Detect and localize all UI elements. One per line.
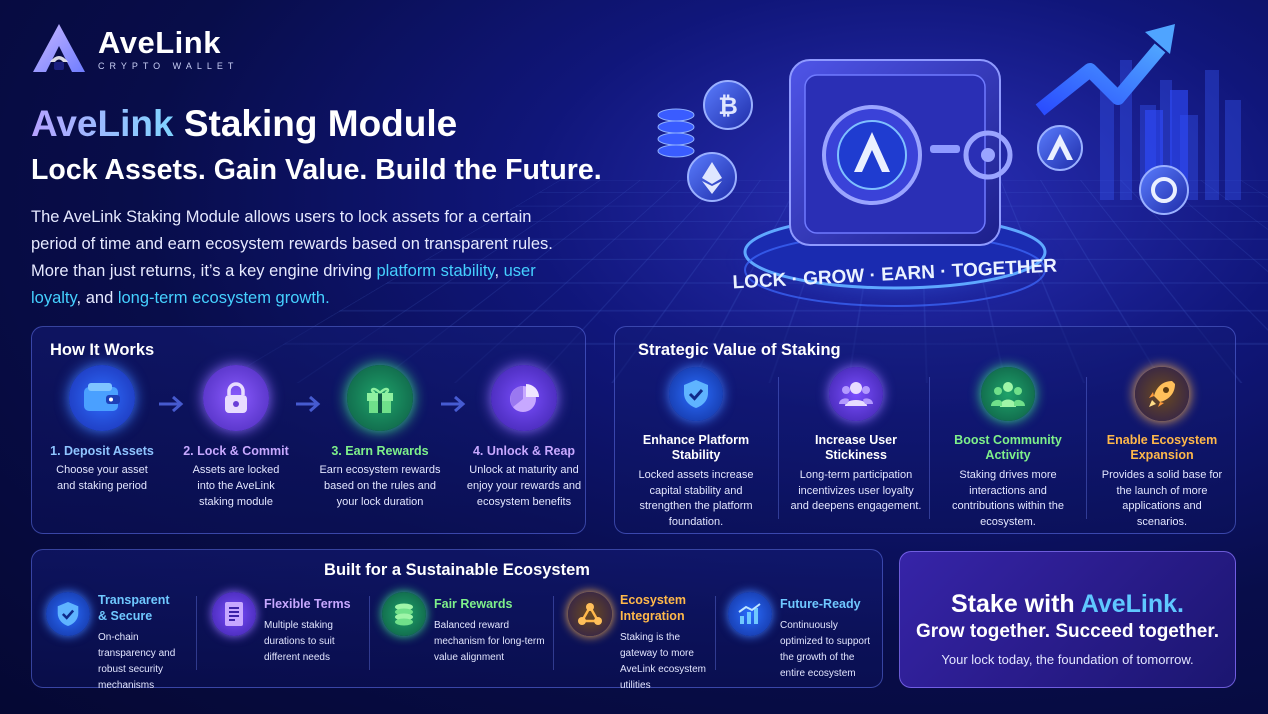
strat-desc: Staking drives more interactions and con… [952, 469, 1064, 528]
page-subtitle: Lock Assets. Gain Value. Build the Futur… [31, 154, 602, 186]
bitcoin-coin-icon: ₿ [703, 80, 753, 130]
how-it-works-title: How It Works [50, 341, 155, 359]
users-icon [829, 367, 883, 421]
step-title: 1. Deposit Assets [50, 444, 154, 458]
title-rest: Staking Module [173, 103, 458, 144]
feature-future-ready: Future-Ready Continuously optimized to s… [728, 592, 880, 682]
divider [1086, 377, 1087, 519]
step-deposit: 1. Deposit Assets Choose your asset and … [32, 365, 172, 494]
rocket-icon [1135, 367, 1189, 421]
vault-illustration: LOCK · GROW · EARN · TOGETHER ₿ [657, 24, 1241, 315]
divider [715, 596, 716, 670]
hero-description: The AveLink Staking Module allows users … [31, 204, 571, 312]
strat-item-expansion: Enable Ecosystem Expansion Provides a so… [1087, 367, 1237, 530]
brand-name: AveLink [98, 24, 221, 60]
how-it-works-panel: How It Works 1. Deposit Assets Choose yo… [31, 326, 586, 534]
strategic-value-panel: Strategic Value of Staking Enhance Platf… [614, 326, 1236, 534]
brand-logo[interactable]: AveLink CRYPTO WALLET [30, 22, 238, 74]
desc-sep: , and [76, 289, 118, 307]
cta-headline: Stake with AveLink. [900, 590, 1235, 619]
page-title: AveLink Staking Module [31, 102, 457, 146]
cta-tagline: Your lock today, the foundation of tomor… [941, 652, 1194, 667]
feature-desc: Staking is the gateway to more AveLink e… [620, 632, 706, 691]
step-title: 2. Lock & Commit [183, 444, 289, 458]
wallet-icon [69, 365, 135, 431]
ethereum-coin-icon [687, 152, 737, 202]
lock-icon [203, 365, 269, 431]
avelink-coin-icon [1037, 125, 1083, 171]
token-coin-icon [1139, 165, 1189, 215]
step-desc: Choose your asset and staking period [56, 464, 148, 492]
chevron-right-icon [296, 395, 321, 413]
strat-title: Boost Community Activity [954, 433, 1062, 462]
step-desc: Assets are locked into the AveLink staki… [192, 464, 280, 508]
coin-stack-icon [657, 108, 695, 158]
cta-headline-brand: AveLink. [1080, 590, 1184, 618]
desc-text: The AveLink Staking Module allows users … [31, 208, 553, 280]
divider [929, 377, 930, 519]
chevron-right-icon [159, 395, 184, 413]
strat-title: Enhance Platform Stability [642, 433, 750, 462]
feature-transparent: Transparent & Secure On-chain transparen… [46, 592, 196, 694]
strat-desc: Long-term participation incentivizes use… [790, 469, 922, 512]
divider [369, 596, 370, 670]
growth-arrow-icon [1035, 43, 1166, 116]
desc-highlight-loyalty: user loyalty [31, 262, 536, 307]
step-desc: Earn ecosystem rewards based on the rule… [319, 464, 441, 508]
shield-check-icon [669, 367, 723, 421]
cta-panel[interactable]: Stake with AveLink. Grow together. Succe… [899, 551, 1236, 688]
sustainable-ecosystem-panel: Built for a Sustainable Ecosystem Transp… [31, 549, 883, 691]
strategic-value-title: Strategic Value of Staking [638, 341, 841, 359]
community-icon [981, 367, 1035, 421]
chevron-right-icon [441, 395, 466, 413]
feature-fair-rewards: Fair Rewards Balanced reward mechanism f… [382, 592, 557, 666]
step-title: 4. Unlock & Reap [472, 444, 576, 458]
feature-title: Flexible Terms [264, 597, 351, 611]
bar-chart-icon [728, 592, 772, 636]
cta-subheadline: Grow together. Succeed together. [915, 621, 1219, 642]
feature-desc: Balanced reward mechanism for long-term … [434, 620, 545, 663]
step-desc: Unlock at maturity and enjoy your reward… [466, 464, 582, 508]
step-title: 3. Earn Rewards [331, 444, 429, 458]
strat-item-community: Boost Community Activity Staking drives … [933, 367, 1083, 530]
desc-highlight-growth: long-term ecosystem growth. [117, 289, 330, 307]
shield-check-icon [46, 592, 90, 636]
pie-chart-icon [491, 365, 557, 431]
strat-desc: Provides a solid base for the launch of … [1101, 469, 1223, 528]
strat-item-stability: Enhance Platform Stability Locked assets… [621, 367, 771, 530]
feature-title: Transparent & Secure [98, 593, 170, 623]
feature-desc: Multiple staking durations to suit diffe… [264, 620, 335, 663]
strat-desc: Locked assets increase capital stability… [638, 469, 754, 528]
sustainable-ecosystem-title: Built for a Sustainable Ecosystem [324, 561, 590, 579]
strat-item-stickiness: Increase User Stickiness Long-term parti… [781, 367, 931, 515]
divider [196, 596, 197, 670]
step-unlock: 4. Unlock & Reap Unlock at maturity and … [454, 365, 594, 510]
avelink-logo-icon [33, 24, 85, 72]
desc-highlight-stability: platform stability [376, 262, 495, 280]
feature-desc: On-chain transparency and robust securit… [98, 632, 176, 691]
feature-title: Future-Ready [780, 597, 861, 611]
feature-integration: Ecosystem Integration Staking is the gat… [568, 592, 718, 694]
coins-icon [382, 592, 426, 636]
feature-title: Fair Rewards [434, 597, 513, 611]
svg-text:₿: ₿ [718, 93, 738, 120]
feature-title: Ecosystem Integration [620, 593, 687, 623]
feature-flexible: Flexible Terms Multiple staking duration… [212, 592, 372, 666]
brand-tagline: CRYPTO WALLET [98, 60, 239, 71]
gift-icon [347, 365, 413, 431]
feature-desc: Continuously optimized to support the gr… [780, 620, 871, 679]
desc-sep: , [494, 262, 504, 280]
document-icon [212, 592, 256, 636]
step-lock: 2. Lock & Commit Assets are locked into … [166, 365, 306, 510]
strat-title: Enable Ecosystem Expansion [1106, 433, 1218, 462]
strat-title: Increase User Stickiness [814, 433, 897, 462]
cta-headline-pre: Stake with [951, 590, 1081, 618]
divider [778, 377, 779, 519]
step-earn: 3. Earn Rewards Earn ecosystem rewards b… [310, 365, 450, 510]
divider [553, 596, 554, 670]
title-brand: AveLink [31, 103, 174, 144]
network-icon [568, 592, 612, 636]
